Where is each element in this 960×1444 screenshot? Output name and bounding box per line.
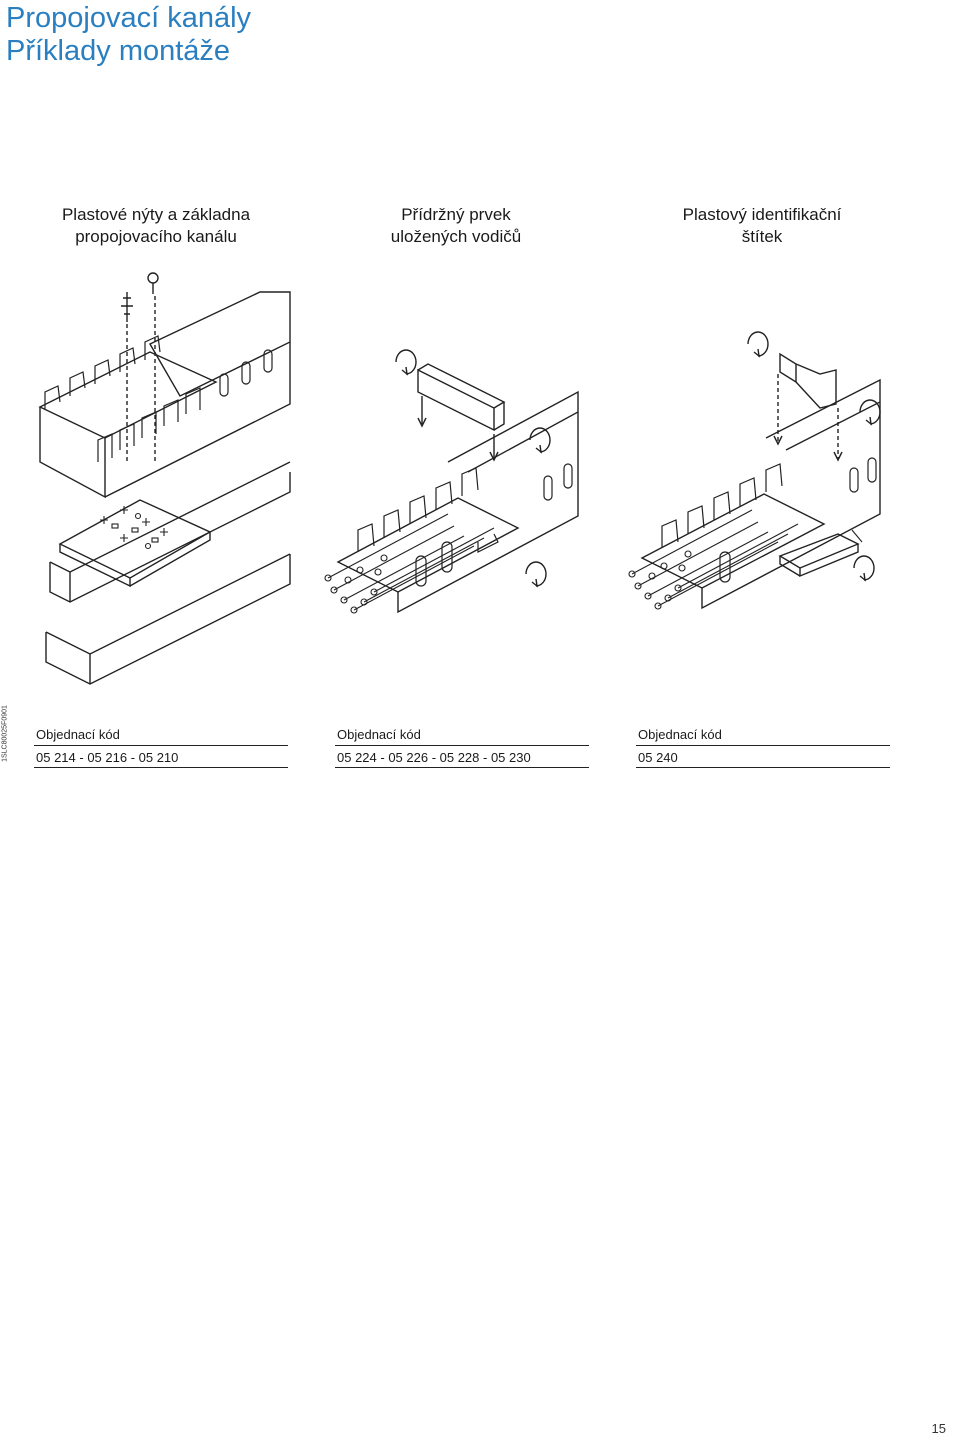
caption-retainer: Přídržný prvek uložených vodičů <box>306 204 606 248</box>
rivet-icon <box>121 292 133 462</box>
page-title: Propojovací kanály Příklady montáže <box>6 2 251 68</box>
caption-rivets: Plastové nýty a základna propojovacího k… <box>6 204 306 248</box>
rotate-arrow-icon <box>395 349 417 376</box>
order-block-rivets: Objednací kód 05 214 - 05 216 - 05 210 <box>34 726 288 768</box>
rotate-arrow-icon <box>529 427 551 454</box>
caption-rivets-line-2: propojovacího kanálu <box>75 227 237 246</box>
title-line-2: Příklady montáže <box>6 35 231 67</box>
order-heading: Objednací kód <box>335 726 589 746</box>
label-holder-icon <box>773 352 843 462</box>
order-block-retainer: Objednací kód 05 224 - 05 226 - 05 228 -… <box>335 726 589 768</box>
caption-retainer-line-2: uložených vodičů <box>390 227 522 246</box>
caption-label-line-1: Plastový identifikační <box>682 205 842 224</box>
title-line-1: Propojovací kanály <box>6 2 252 34</box>
order-block-label: Objednací kód 05 240 <box>636 726 890 768</box>
illustration-wire-retainer <box>318 262 608 692</box>
caption-rivets-line-1: Plastové nýty a základna <box>61 205 251 224</box>
caption-retainer-line-1: Přídržný prvek <box>401 205 511 224</box>
rotate-arrow-icon <box>853 555 875 582</box>
order-codes: 05 240 <box>636 746 890 768</box>
illustration-id-label <box>620 262 910 692</box>
order-heading: Objednací kód <box>636 726 890 746</box>
rotate-arrow-icon <box>525 561 547 588</box>
page-number: 15 <box>931 1421 946 1436</box>
screw-icon <box>147 272 159 462</box>
order-heading: Objednací kód <box>34 726 288 746</box>
id-label-tag-icon <box>778 533 860 578</box>
document-code: 1SLC80025F0901 <box>1 705 9 762</box>
rotate-arrow-icon <box>747 331 769 358</box>
caption-label-line-2: štítek <box>741 227 783 246</box>
caption-label: Plastový identifikační štítek <box>612 204 912 248</box>
retainer-clip-icon <box>417 363 506 462</box>
order-codes: 05 214 - 05 216 - 05 210 <box>34 746 288 768</box>
illustration-rivets-base <box>20 262 310 692</box>
order-codes: 05 224 - 05 226 - 05 228 - 05 230 <box>335 746 589 768</box>
